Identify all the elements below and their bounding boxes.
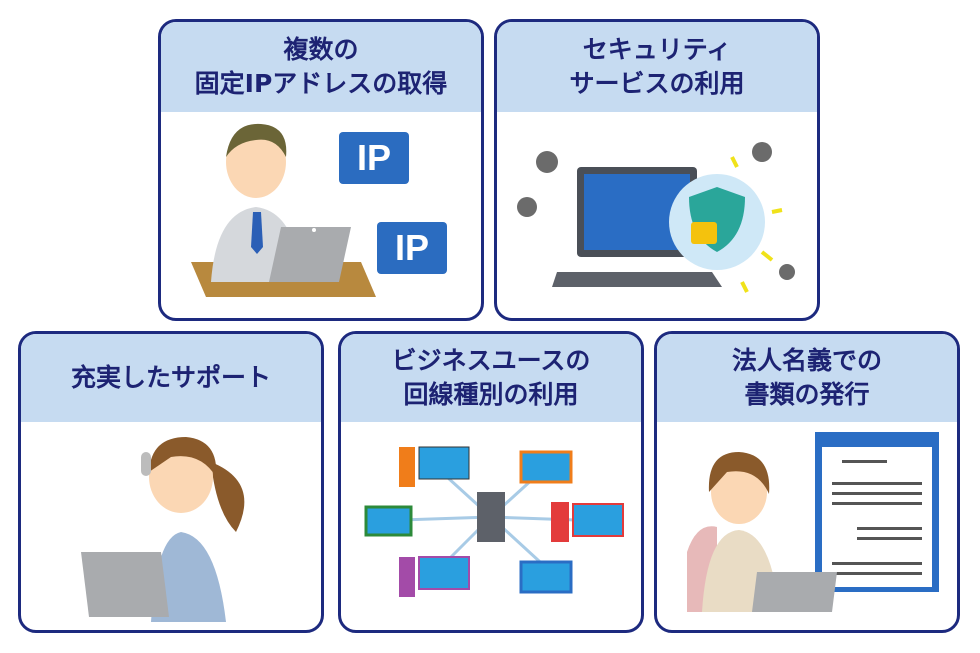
card-title-line: 充実したサポート bbox=[70, 363, 271, 392]
support-operator-illustration bbox=[81, 437, 245, 622]
card-corporate-documents: 法人名義での 書類の発行 bbox=[654, 331, 960, 633]
network-diagram-illustration bbox=[364, 446, 624, 597]
card-title-line: 書類の発行 bbox=[744, 380, 870, 409]
card-header: ビジネスユースの 回線種別の利用 bbox=[341, 334, 641, 422]
card-header: セキュリティ サービスの利用 bbox=[497, 22, 817, 112]
ip-badge: IP bbox=[339, 132, 409, 184]
laptop-shield-illustration bbox=[517, 142, 795, 293]
card-support: 充実したサポート bbox=[18, 331, 324, 633]
card-title-line: 回線種別の利用 bbox=[403, 380, 579, 409]
card-title-line: 複数の bbox=[283, 35, 359, 64]
card-header: 充実したサポート bbox=[21, 334, 321, 422]
document-woman-illustration bbox=[687, 432, 939, 612]
card-security: セキュリティ サービスの利用 bbox=[494, 19, 820, 321]
card-fixed-ip: 複数の 固定IPアドレスの取得 IP IP bbox=[158, 19, 484, 321]
card-title-line: 法人名義での bbox=[731, 346, 882, 375]
businessman-laptop-illustration bbox=[191, 123, 376, 297]
card-title-line: サービスの利用 bbox=[569, 69, 745, 98]
card-title-line: 固定IPアドレスの取得 bbox=[194, 69, 448, 98]
card-title-line: セキュリティ bbox=[582, 35, 732, 64]
card-business-line: ビジネスユースの 回線種別の利用 bbox=[338, 331, 644, 633]
card-header: 法人名義での 書類の発行 bbox=[657, 334, 957, 422]
card-header: 複数の 固定IPアドレスの取得 bbox=[161, 22, 481, 112]
ip-badge: IP bbox=[377, 222, 447, 274]
card-title-line: ビジネスユースの bbox=[391, 346, 591, 375]
